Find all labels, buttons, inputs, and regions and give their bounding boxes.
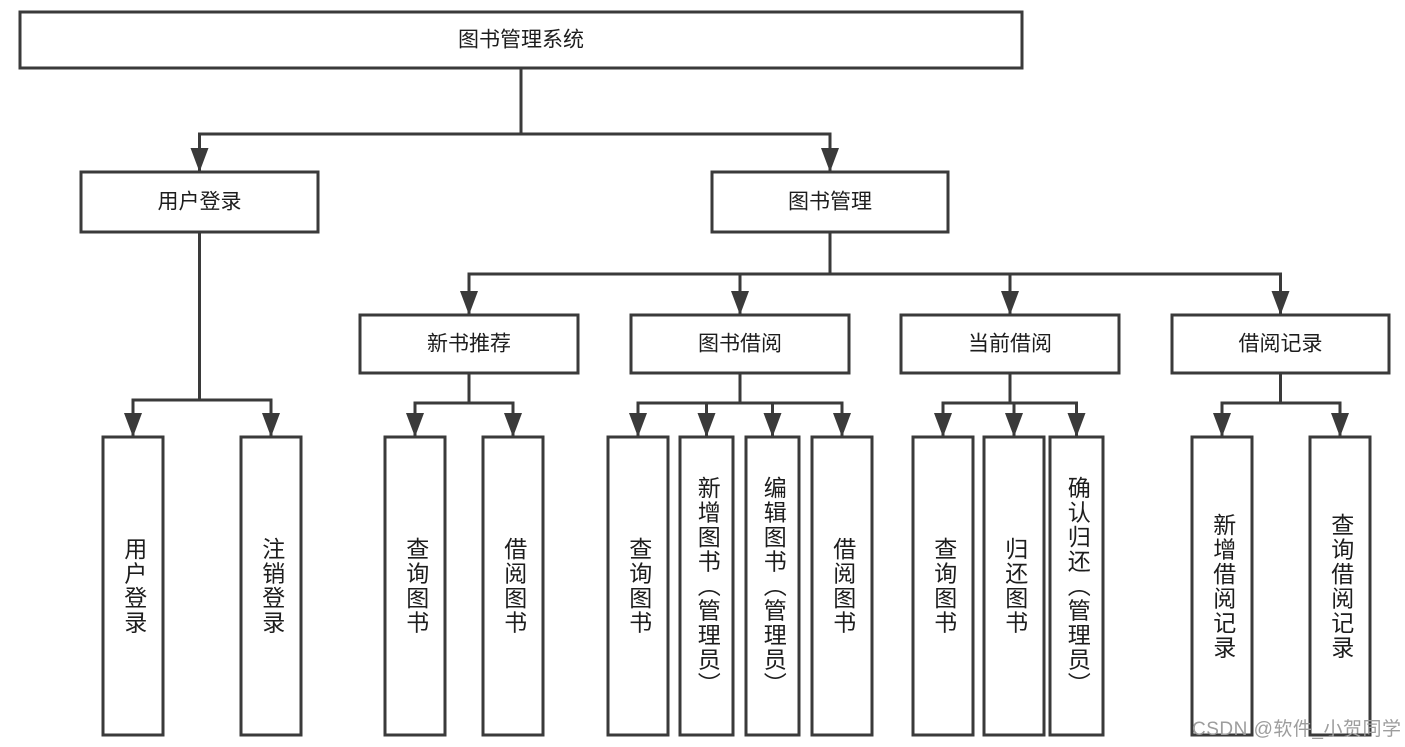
node-leaf-borrow-book-2[interactable]	[810, 435, 874, 737]
label-new-book-recommend: 新书推荐	[427, 333, 511, 356]
label-book-borrow: 图书借阅	[698, 333, 782, 356]
node-book-borrow[interactable]	[629, 313, 851, 375]
node-leaf-user-login[interactable]	[101, 435, 165, 737]
conn-borrow-record-arrow-0	[1213, 413, 1231, 437]
conn-new-book-recommend-arrow-0	[406, 413, 424, 437]
node-leaf-query-book-1[interactable]	[383, 435, 447, 737]
label-root: 图书管理系统	[458, 29, 584, 52]
node-user-login[interactable]	[79, 170, 320, 234]
node-leaf-edit-book[interactable]	[744, 435, 801, 737]
node-leaf-logout[interactable]	[239, 435, 303, 737]
label-current-borrow: 当前借阅	[968, 333, 1052, 356]
node-leaf-query-record[interactable]	[1308, 435, 1372, 737]
node-leaf-add-record[interactable]	[1190, 435, 1254, 737]
node-new-book-recommend[interactable]	[358, 313, 580, 375]
node-root[interactable]	[18, 10, 1024, 70]
conn-new-book-recommend-arrow-1	[504, 413, 522, 437]
conn-borrow-record-arrow-1	[1331, 413, 1349, 437]
conn-book-management-arrow-3	[1271, 291, 1290, 315]
conn-book-management-arrow-1	[731, 291, 749, 315]
conn-book-management-arrow-2	[1001, 291, 1019, 315]
conn-book-borrow-arrow-0	[629, 413, 647, 437]
node-leaf-query-book-2[interactable]	[606, 435, 670, 737]
conn-book-borrow-arrow-2	[763, 413, 782, 437]
conn-user-login-arrow-1	[262, 413, 280, 437]
conn-book-borrow-arrow-1	[697, 413, 716, 437]
node-leaf-confirm-return[interactable]	[1048, 435, 1105, 737]
conn-book-borrow-arrow-3	[833, 413, 851, 437]
conn-root-arrow-0	[190, 148, 209, 172]
conn-current-borrow-arrow-0	[934, 413, 952, 437]
node-current-borrow[interactable]	[899, 313, 1121, 375]
node-leaf-query-book-3[interactable]	[911, 435, 975, 737]
conn-book-management-arrow-0	[460, 291, 478, 315]
conn-root-arrow-1	[821, 148, 839, 172]
node-leaf-borrow-book-1[interactable]	[481, 435, 545, 737]
csdn-watermark: CSDN @软件_小贺同学	[1192, 719, 1402, 740]
boxes-layer	[18, 10, 1391, 737]
label-borrow-record: 借阅记录	[1239, 333, 1323, 356]
node-leaf-add-book[interactable]	[678, 435, 735, 737]
conn-current-borrow-arrow-2	[1067, 413, 1086, 437]
node-leaf-return-book[interactable]	[982, 435, 1046, 737]
conn-current-borrow-arrow-1	[1005, 413, 1023, 437]
node-book-management[interactable]	[710, 170, 950, 234]
connectors-layer	[124, 66, 1349, 439]
node-borrow-record[interactable]	[1170, 313, 1391, 375]
label-book-management: 图书管理	[788, 191, 872, 214]
conn-user-login-arrow-0	[124, 413, 142, 437]
label-user-login: 用户登录	[158, 191, 242, 214]
